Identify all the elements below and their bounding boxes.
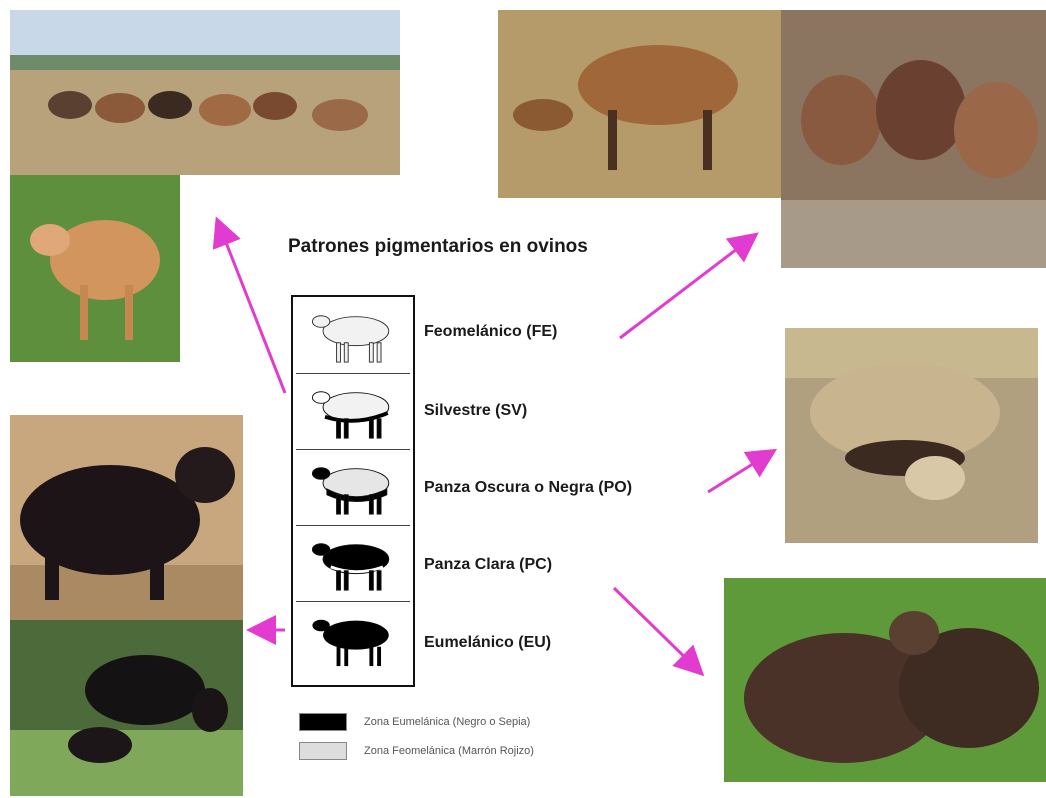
arrow-feomelanic-to-silvestre-photos: [619, 232, 759, 340]
sheep-icon-feomelanic: [311, 315, 390, 363]
arrow-silvestre-to-feomelanic-photos: [212, 216, 287, 394]
sheep-icon-panza-oscura: [311, 467, 390, 515]
label-silvestre: Silvestre (SV): [424, 402, 528, 419]
arrow-panza-oscura-to-photo: [707, 448, 778, 494]
photo-flock-silvestre: [781, 10, 1046, 268]
sheep-icon-panza-clara: [311, 543, 390, 591]
photo-flock-feomelanic: [10, 10, 400, 175]
legend-text-eumelanic: Zona Eumelánica (Negro o Sepia): [364, 716, 531, 728]
label-panza-clara: Panza Clara (PC): [424, 556, 553, 573]
label-eumelanico: Eumelánico (EU): [424, 634, 552, 651]
sheep-icon-eumelanic: [312, 619, 389, 667]
pattern-cell-po: [296, 451, 410, 526]
legend-swatch-eumelanic: [299, 713, 347, 731]
photo-ewe-grazing-silvestre: [498, 10, 783, 198]
photo-ram-eumelanic: [10, 415, 243, 620]
legend-text-feomelanic: Zona Feomelánica (Marrón Rojizo): [364, 745, 534, 757]
photo-ewe-lambs-eumelanic: [10, 620, 243, 796]
pattern-cell-fe: [296, 299, 410, 374]
label-panza-oscura: Panza Oscura o Negra (PO): [424, 479, 633, 496]
arrow-panza-clara-to-photo: [612, 586, 705, 677]
photo-sheep-panza-clara: [724, 578, 1046, 782]
pigment-pattern-panel: [291, 295, 415, 687]
legend-swatch-feomelanic: [299, 742, 347, 760]
photo-ewe-lamb-panza-oscura: [785, 328, 1038, 543]
diagram-title: Patrones pigmentarios en ovinos: [288, 236, 588, 257]
label-feomelanico: Feomelánico (FE): [424, 323, 558, 340]
pattern-cell-sv: [296, 375, 410, 450]
photo-ram-feomelanic: [10, 175, 180, 362]
sheep-icon-silvestre: [311, 391, 390, 439]
pattern-cell-pc: [296, 527, 410, 602]
pattern-cell-eu: [296, 603, 410, 677]
